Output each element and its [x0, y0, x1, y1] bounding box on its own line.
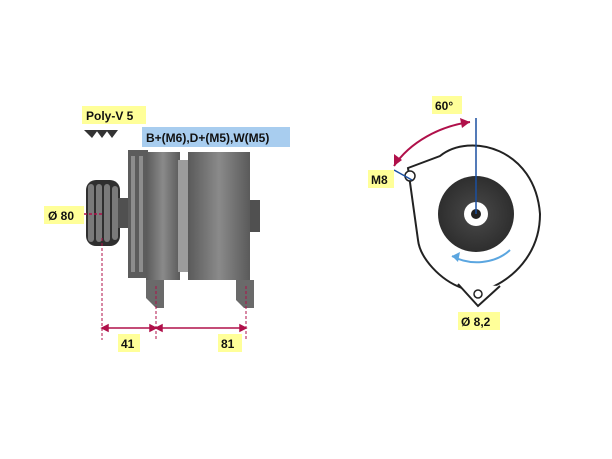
- pulley: [86, 180, 130, 246]
- dimension-guides: [101, 238, 247, 340]
- label-dim-mount: 81: [218, 334, 242, 352]
- belt-text: Poly-V 5: [86, 109, 134, 123]
- label-thread: M8: [368, 170, 394, 188]
- pulley-diameter-text: Ø 80: [48, 209, 74, 223]
- label-dim-front: 41: [118, 334, 140, 352]
- label-hole-diameter: Ø 8,2: [458, 312, 500, 330]
- label-pulley-diameter: Ø 80: [44, 206, 84, 224]
- label-terminals: B+(M6),D+(M5),W(M5): [142, 127, 290, 147]
- front-housing: [128, 150, 148, 278]
- side-view: [84, 130, 260, 340]
- label-belt: Poly-V 5: [82, 106, 146, 124]
- mounting-feet: [146, 280, 254, 308]
- dim-mount-text: 81: [221, 337, 235, 351]
- stator-body: [146, 152, 260, 280]
- dim-front-text: 41: [121, 337, 135, 351]
- label-angle: 60°: [432, 96, 462, 114]
- angle-text: 60°: [435, 99, 453, 113]
- belt-icon: [84, 130, 118, 138]
- hole-diameter-text: Ø 8,2: [461, 315, 491, 329]
- terminals-text: B+(M6),D+(M5),W(M5): [146, 131, 269, 145]
- thread-text: M8: [371, 173, 388, 187]
- dimension-lines: [84, 213, 248, 333]
- front-view: [393, 118, 542, 308]
